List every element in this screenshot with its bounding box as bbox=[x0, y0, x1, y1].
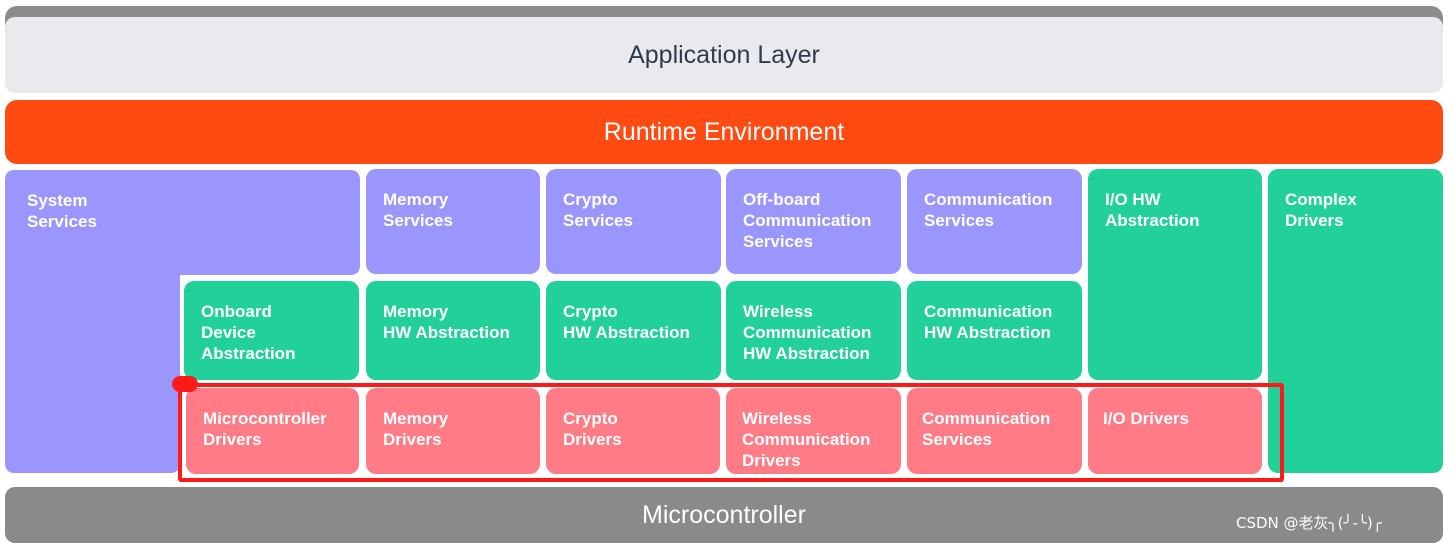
communication-hw-abstraction-line1: Communication bbox=[924, 302, 1053, 321]
onboard-abstraction-line1: Onboard bbox=[201, 302, 272, 321]
csdn-watermark: CSDN @老灰╮(╯-╰)╭ bbox=[1236, 514, 1382, 532]
io-hw-abstraction-box: I/O HW Abstraction bbox=[1088, 169, 1262, 380]
mcal-highlight-frame bbox=[178, 383, 1284, 482]
runtime-environment-label: Runtime Environment bbox=[603, 117, 845, 146]
crypto-hw-abstraction-line1: Crypto bbox=[563, 302, 618, 321]
crypto-drivers-line2: Drivers bbox=[563, 430, 622, 449]
communication-drivers-box: Communication Services bbox=[907, 388, 1082, 474]
microcontroller-layer: Microcontroller bbox=[5, 487, 1443, 543]
offboard-communication-services-box: Off-board Communication Services bbox=[726, 169, 901, 274]
communication-services-box: Communication Services bbox=[907, 169, 1082, 274]
crypto-drivers-line1: Crypto bbox=[563, 409, 618, 428]
communication-services-line2: Services bbox=[924, 211, 994, 230]
memory-drivers-line2: Drivers bbox=[383, 430, 442, 449]
system-services-line2: Services bbox=[27, 212, 97, 231]
complex-drivers-line1: Complex bbox=[1285, 190, 1357, 209]
microcontroller-drivers-line2: Drivers bbox=[203, 430, 262, 449]
crypto-hw-abstraction-box: Crypto HW Abstraction bbox=[546, 281, 721, 380]
wireless-hw-abstraction-line3: HW Abstraction bbox=[743, 344, 870, 363]
onboard-abstraction-line3: Abstraction bbox=[201, 344, 296, 363]
wireless-drivers-line3: Drivers bbox=[742, 451, 801, 470]
io-drivers-line1: I/O Drivers bbox=[1103, 409, 1189, 428]
onboard-device-abstraction-box: Onboard Device Abstraction bbox=[184, 281, 359, 380]
microcontroller-label: Microcontroller bbox=[642, 500, 806, 529]
wireless-communication-hw-abstraction-box: Wireless Communication HW Abstraction bbox=[726, 281, 901, 380]
communication-services-line1: Communication bbox=[924, 190, 1053, 209]
microcontroller-drivers-box: Microcontroller Drivers bbox=[186, 388, 359, 474]
memory-services-line1: Memory bbox=[383, 190, 449, 209]
system-services-line1: System bbox=[27, 191, 88, 210]
system-services-block: System Services bbox=[5, 170, 360, 473]
wireless-hw-abstraction-line2: Communication bbox=[743, 323, 872, 342]
wireless-hw-abstraction-line1: Wireless bbox=[743, 302, 813, 321]
io-hw-abstraction-line2: Abstraction bbox=[1105, 211, 1200, 230]
memory-drivers-box: Memory Drivers bbox=[366, 388, 540, 474]
runtime-environment-layer: Runtime Environment bbox=[5, 100, 1443, 164]
wireless-communication-drivers-box: Wireless Communication Drivers bbox=[726, 388, 901, 474]
complex-drivers-line2: Drivers bbox=[1285, 211, 1344, 230]
application-layer: Application Layer bbox=[5, 17, 1443, 93]
memory-services-box: Memory Services bbox=[366, 169, 540, 274]
communication-drivers-line2: Services bbox=[922, 430, 992, 449]
memory-hw-abstraction-line1: Memory bbox=[383, 302, 449, 321]
offboard-services-line3: Services bbox=[743, 232, 813, 251]
system-services-shape bbox=[5, 170, 360, 473]
communication-hw-abstraction-line2: HW Abstraction bbox=[924, 323, 1051, 342]
communication-hw-abstraction-box: Communication HW Abstraction bbox=[907, 281, 1082, 380]
io-drivers-box: I/O Drivers bbox=[1088, 388, 1262, 474]
application-layer-label: Application Layer bbox=[628, 40, 820, 69]
complex-drivers-box: Complex Drivers bbox=[1268, 169, 1443, 473]
onboard-abstraction-line2: Device bbox=[201, 323, 256, 342]
wireless-drivers-line2: Communication bbox=[742, 430, 871, 449]
communication-drivers-line1: Communication bbox=[922, 409, 1051, 428]
crypto-drivers-box: Crypto Drivers bbox=[546, 388, 720, 474]
memory-drivers-line1: Memory bbox=[383, 409, 449, 428]
microcontroller-drivers-line1: Microcontroller bbox=[203, 409, 327, 428]
offboard-services-line1: Off-board bbox=[743, 190, 821, 209]
memory-hw-abstraction-box: Memory HW Abstraction bbox=[366, 281, 540, 380]
crypto-hw-abstraction-line2: HW Abstraction bbox=[563, 323, 690, 342]
crypto-services-line2: Services bbox=[563, 211, 633, 230]
crypto-services-box: Crypto Services bbox=[546, 169, 721, 274]
crypto-services-line1: Crypto bbox=[563, 190, 618, 209]
highlight-marker-dot bbox=[172, 376, 198, 392]
io-hw-abstraction-line1: I/O HW bbox=[1105, 190, 1161, 209]
offboard-services-line2: Communication bbox=[743, 211, 872, 230]
wireless-drivers-line1: Wireless bbox=[742, 409, 812, 428]
memory-hw-abstraction-line2: HW Abstraction bbox=[383, 323, 510, 342]
memory-services-line2: Services bbox=[383, 211, 453, 230]
